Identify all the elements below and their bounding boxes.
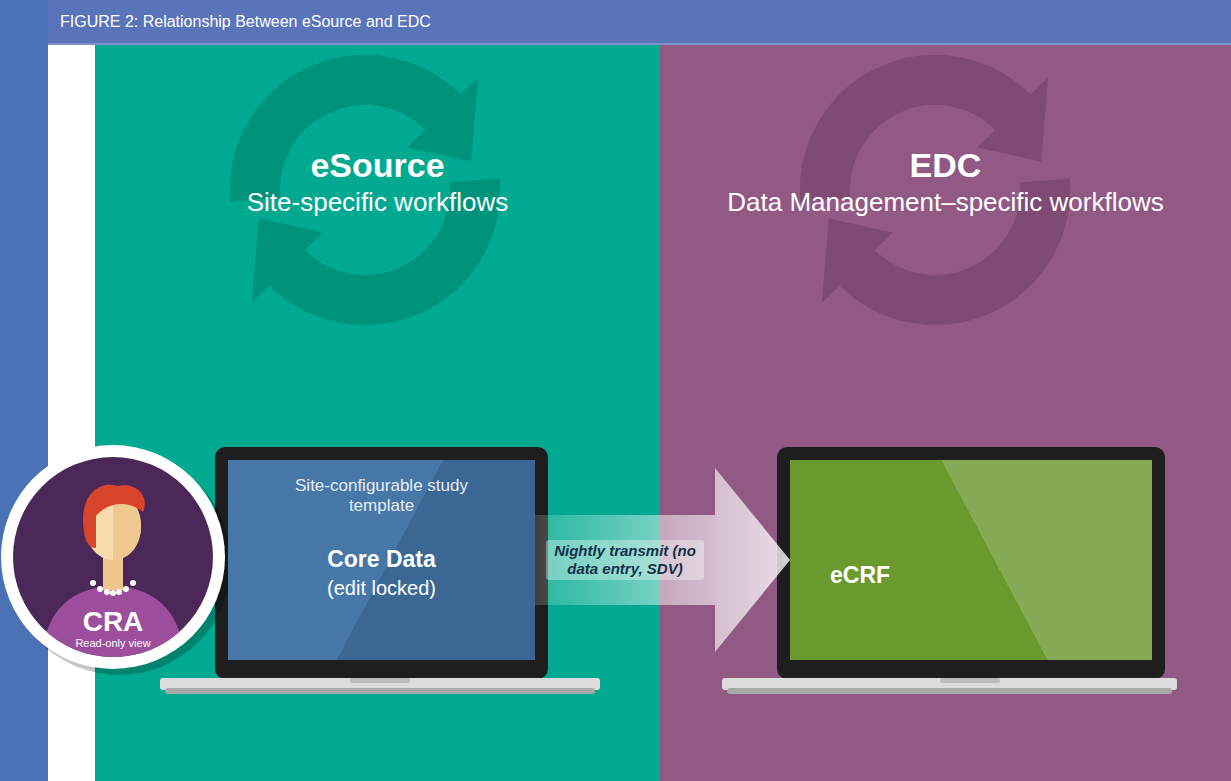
edc-panel: [660, 45, 1231, 781]
cra-avatar: [1, 445, 231, 680]
transfer-arrow: [535, 468, 790, 652]
node-text: Core Data: [228, 546, 535, 574]
esource-panel: [95, 45, 660, 781]
workflow-panel: Site-configurable study templateCore Dat…: [95, 45, 660, 781]
screen-box: eCRF: [790, 460, 1152, 660]
node-heading: eCRF: [830, 562, 890, 590]
node-heading: eSource: [95, 145, 660, 186]
node-text: Site-specific workflows: [95, 187, 660, 218]
node-text: (edit locked): [228, 576, 535, 600]
title-rule: [48, 43, 1231, 45]
node-heading: EDC: [660, 145, 1231, 186]
workflow-panel: eCRF EDCData Management–specific workflow…: [660, 45, 1231, 781]
laptop-right: [722, 447, 1177, 694]
role-circle: CRARead-only view: [3, 447, 223, 667]
side-strip: [0, 0, 48, 781]
edge-label: Nightly transmit (no data entry, SDV): [546, 540, 704, 580]
node-text: Read-only view: [3, 637, 223, 650]
title-bar: [48, 0, 1231, 45]
figure-title: FIGURE 2: Relationship Between eSource a…: [60, 13, 431, 31]
node-heading: CRA: [3, 605, 223, 639]
node-text: Data Management–specific workflows: [660, 187, 1231, 218]
screen-box: Site-configurable study templateCore Dat…: [228, 460, 535, 660]
node-heading: Site-configurable study template: [267, 476, 497, 517]
